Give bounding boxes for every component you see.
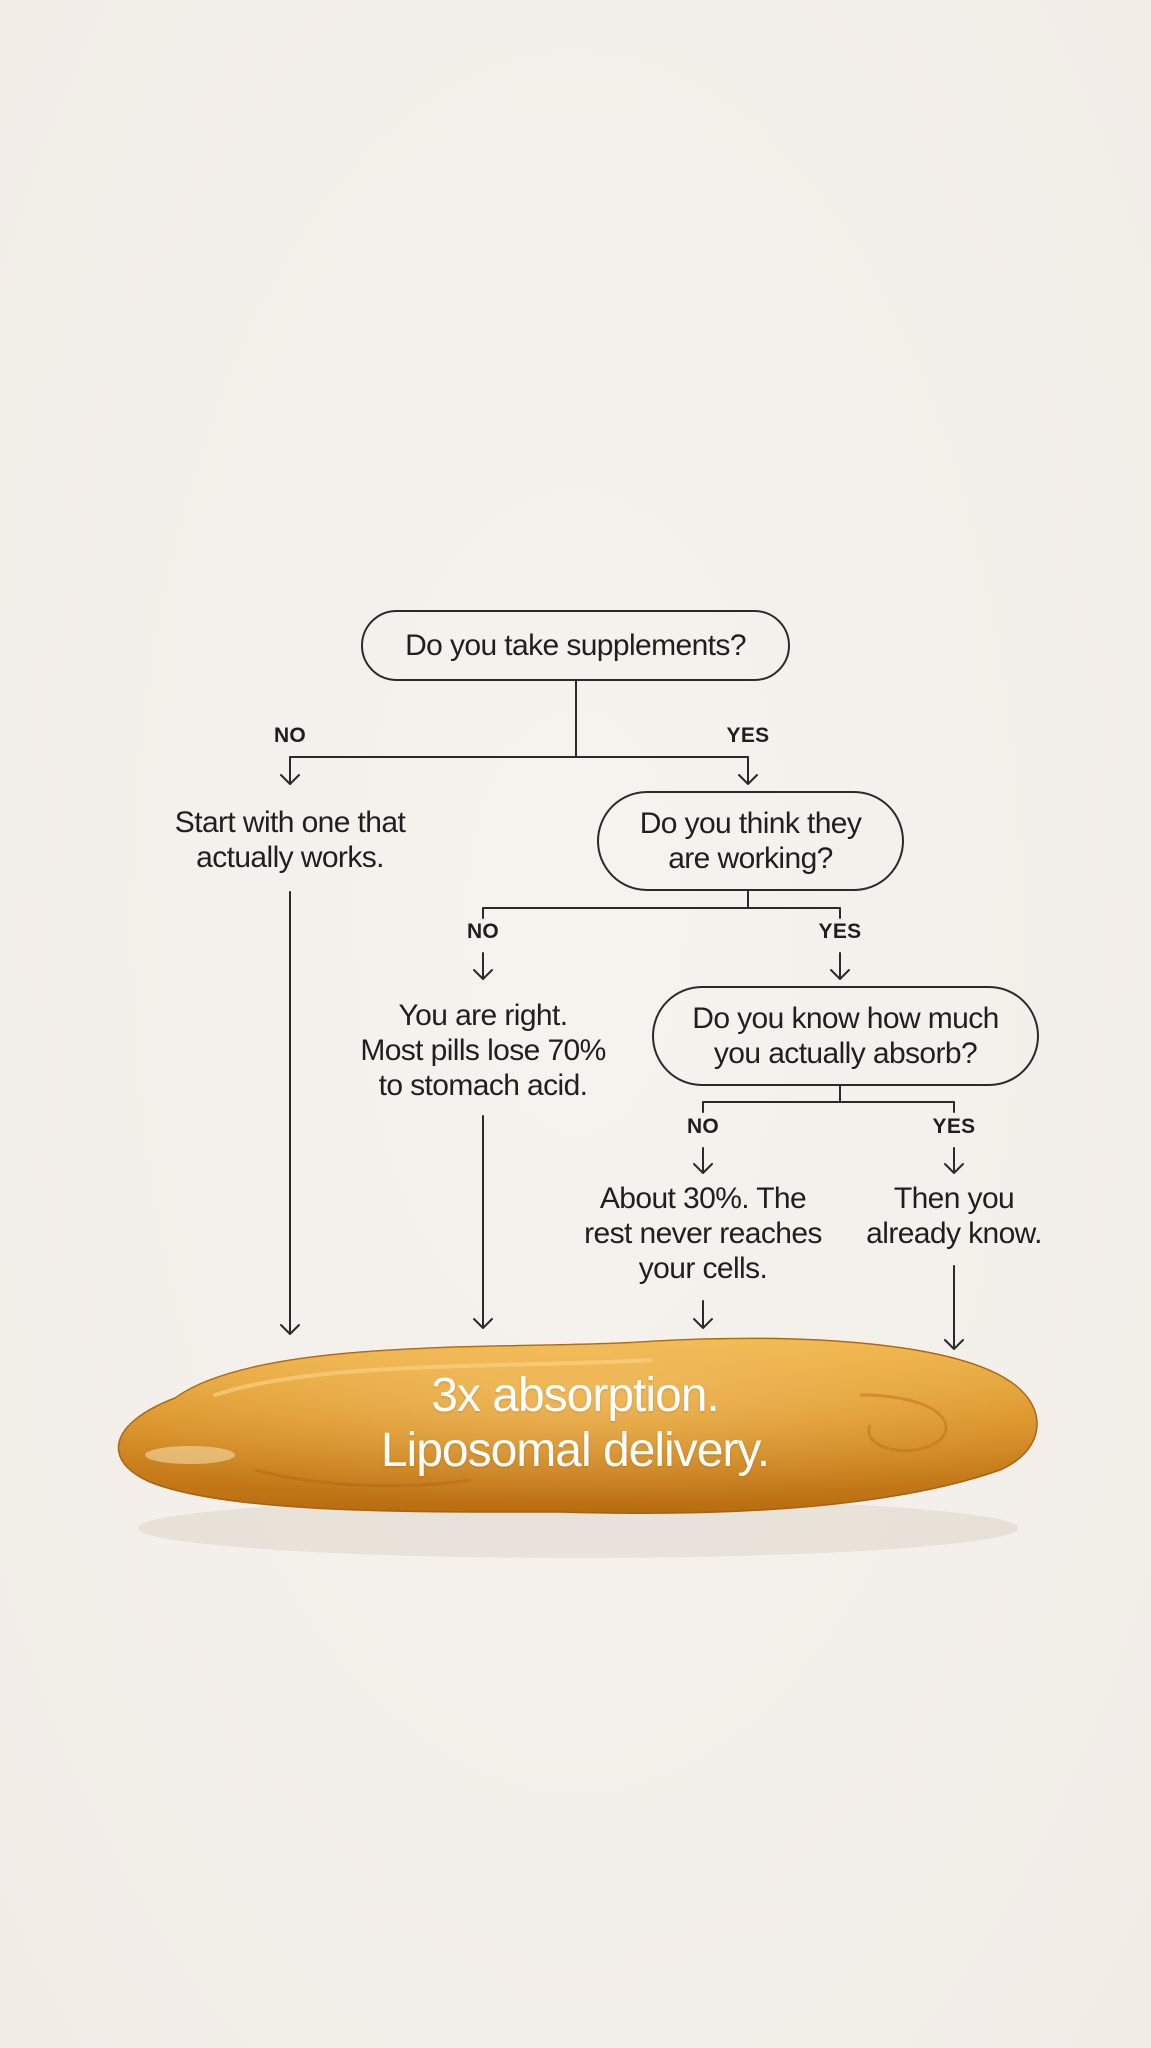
q3-no-arrow [693, 1147, 713, 1174]
q3-yes-arrow [944, 1147, 964, 1174]
question-text: Do you know how much you actually absorb… [692, 1002, 999, 1070]
branch-label-no: NO [686, 1115, 720, 1138]
question-text: Do you think they are working? [639, 807, 862, 875]
result-already-know: Then you already know. [866, 1182, 1042, 1250]
branch-label-yes: YES [818, 920, 862, 943]
q2-yes-arrow [830, 952, 850, 980]
result-you-are-right: You are right. Most pills lose 70% to st… [360, 999, 606, 1102]
q2-no-arrow [473, 952, 493, 980]
question-node-take-supplements: Do you take supplements? [361, 610, 790, 681]
arrow-to-capsule-3 [693, 1300, 713, 1329]
branch-label-no: NO [273, 724, 307, 747]
arrow-to-capsule-4 [944, 1265, 964, 1350]
capsule-headline: 3x absorption. Liposomal delivery. [380, 1369, 770, 1477]
arrow-to-capsule-2 [473, 1115, 493, 1329]
question-text: Do you take supplements? [405, 629, 746, 662]
question-node-know-absorb: Do you know how much you actually absorb… [652, 986, 1039, 1086]
q3-branch-line [702, 1101, 955, 1113]
branch-label-yes: YES [726, 724, 770, 747]
result-about-30-percent: About 30%. The rest never reaches your c… [584, 1182, 822, 1285]
softgel-capsule-image [117, 1337, 1038, 1558]
q1-no-arrow [280, 761, 300, 785]
branch-label-yes: YES [932, 1115, 976, 1138]
result-start-with-one: Start with one that actually works. [174, 806, 406, 874]
branch-label-no: NO [466, 920, 500, 943]
q2-branch-line [482, 907, 841, 919]
q1-yes-arrow [738, 756, 758, 785]
question-node-think-working: Do you think they are working? [597, 791, 904, 891]
arrow-to-capsule-1 [280, 891, 300, 1335]
